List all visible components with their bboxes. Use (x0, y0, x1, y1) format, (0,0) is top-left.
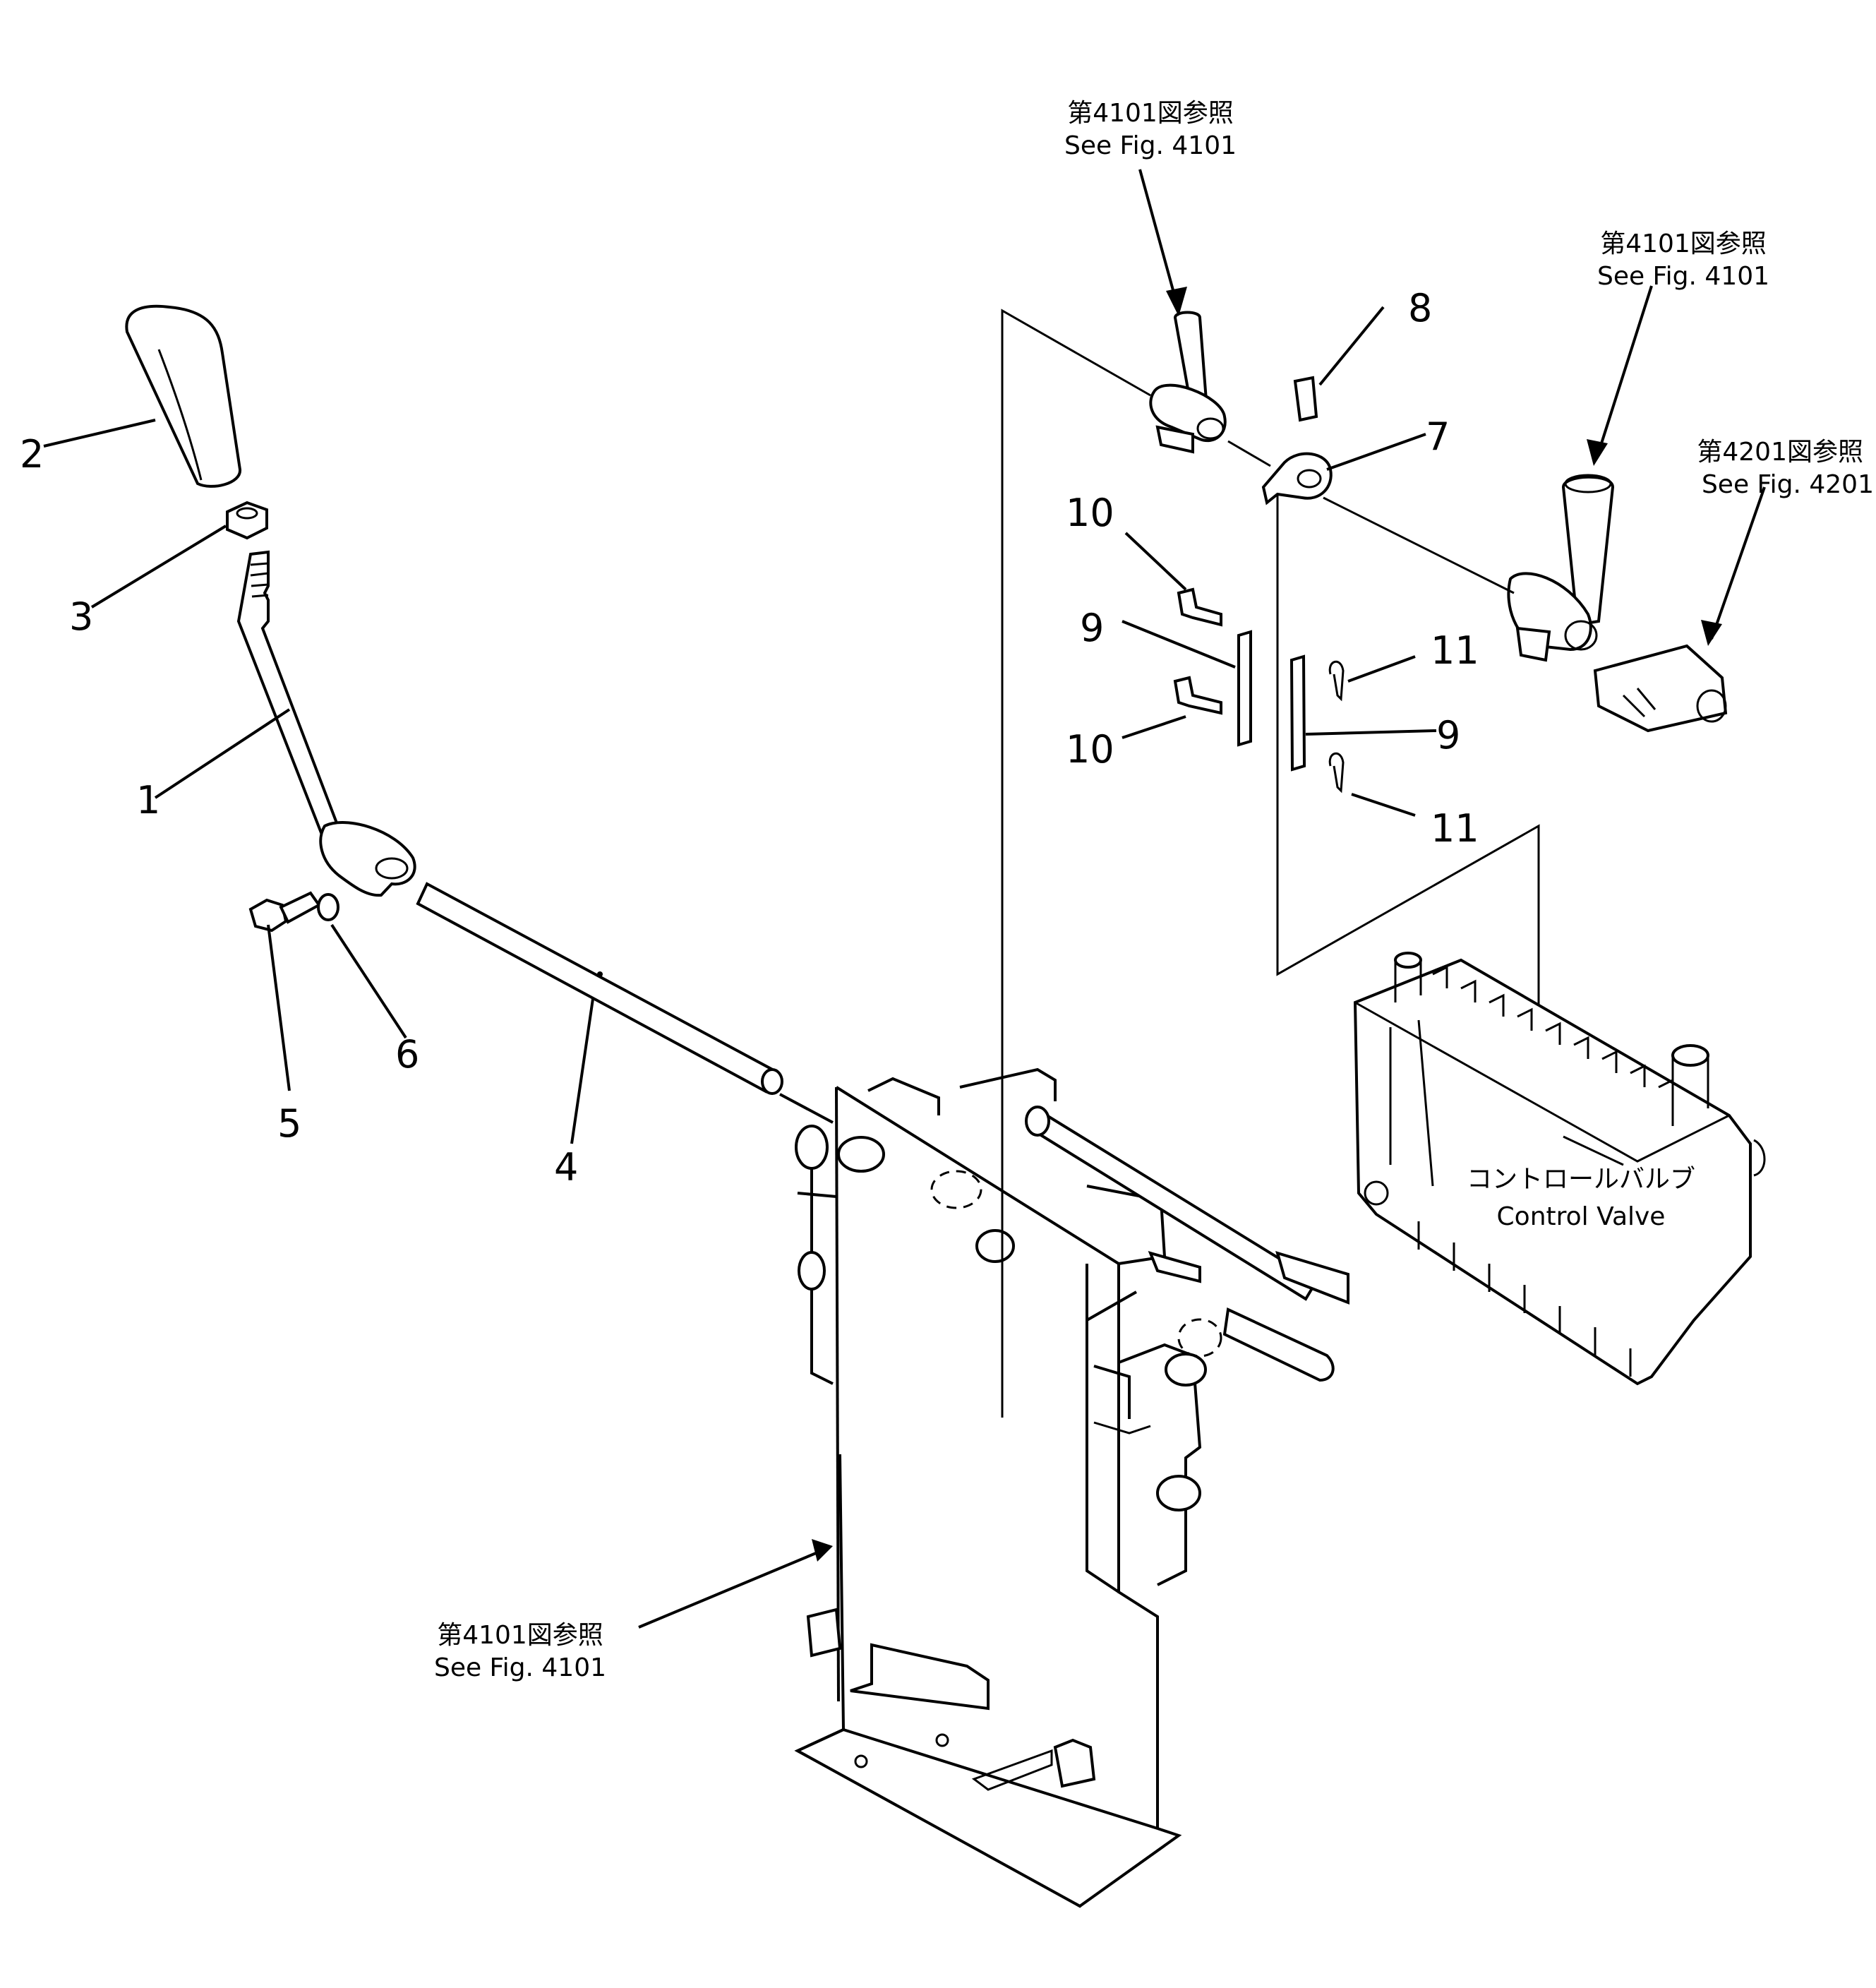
ref-top-right-jp: 第4101図参照 (1600, 229, 1767, 258)
ref-top-center-jp: 第4101図参照 (1067, 99, 1234, 128)
washer (317, 893, 339, 921)
callout-6: 6 (395, 1032, 419, 1077)
callout-1: 1 (136, 778, 160, 822)
ref-right-edge-jp: 第4201図参照 (1697, 438, 1863, 467)
control-valve (1353, 952, 1766, 1386)
bolt (1173, 676, 1222, 715)
callout-10: 10 (1066, 491, 1114, 535)
reference-labels: 第4101図参照 See Fig. 4101 第4101図参照 See Fig.… (434, 99, 1874, 1682)
plate (1289, 654, 1306, 772)
callout-7: 7 (1426, 414, 1450, 459)
control-valve-label-en: Control Valve (1497, 1202, 1666, 1231)
clip (1328, 753, 1345, 794)
callout-2: 2 (20, 432, 44, 477)
ref-bottom-left-jp: 第4101図参照 (437, 1621, 603, 1650)
callout-11b: 11 (1431, 806, 1479, 851)
control-valve-label-jp: コントロールバルブ (1467, 1165, 1695, 1194)
callout-8: 8 (1408, 286, 1432, 330)
ref-top-center-en: See Fig. 4101 (1064, 131, 1237, 160)
callout-numbers: 1 2 3 4 5 6 7 8 9 9 10 10 11 11 (20, 286, 1479, 1190)
shaft-connection-line (779, 1093, 834, 1124)
callout-9: 9 (1080, 606, 1104, 650)
nut (226, 501, 268, 540)
clip (1328, 661, 1345, 702)
callout-9b: 9 (1436, 713, 1460, 758)
lever-knob (125, 304, 241, 488)
callout-10b: 10 (1066, 727, 1114, 772)
callout-11: 11 (1431, 628, 1479, 673)
valve-lever (1507, 474, 1615, 662)
reference-arrows (638, 169, 1766, 1629)
ref-top-right-en: See Fig. 4101 (1597, 262, 1769, 291)
shaft (416, 882, 783, 1095)
valve-spool-end (1593, 644, 1728, 733)
callout-4: 4 (554, 1145, 578, 1190)
bolt (1177, 587, 1222, 627)
assembly-lines (1001, 309, 1540, 1418)
bolt (248, 891, 321, 933)
plate (1237, 630, 1252, 747)
upper-arm (1149, 311, 1227, 454)
pin (1293, 376, 1318, 422)
leader-lines (43, 306, 1437, 1144)
ref-bottom-left-en: See Fig. 4101 (434, 1653, 606, 1682)
clevis (1261, 452, 1333, 505)
control-stand (794, 1067, 1349, 1908)
control-lever (236, 550, 416, 897)
ref-right-edge-en: See Fig. 4201 (1702, 470, 1874, 499)
callout-3: 3 (69, 594, 93, 639)
callout-5: 5 (277, 1101, 301, 1146)
